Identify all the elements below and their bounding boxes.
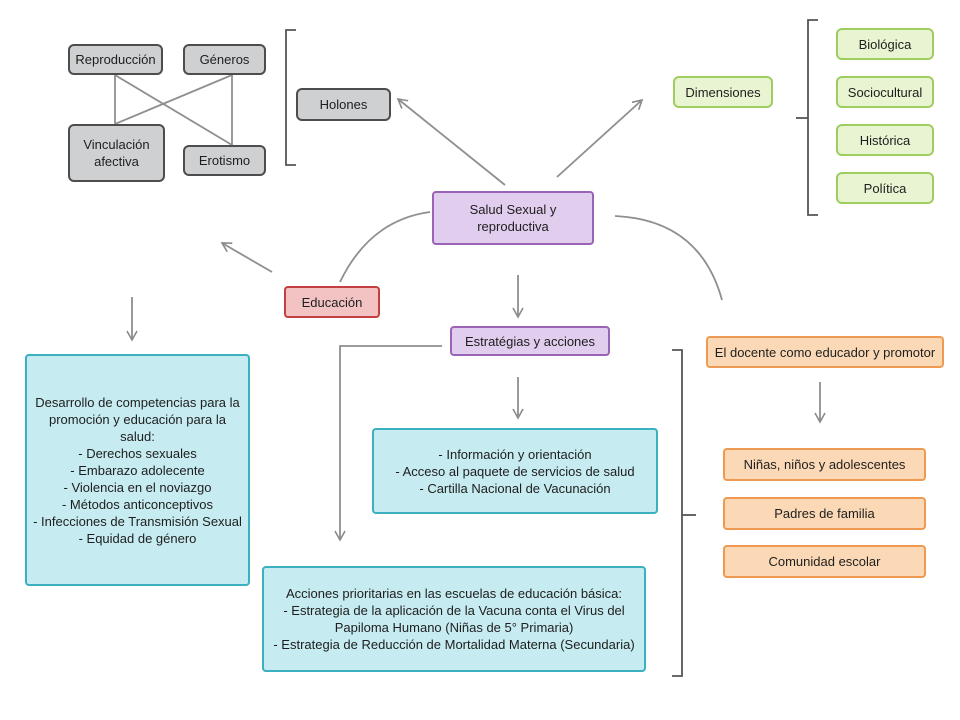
detail-line: - Equidad de género — [78, 530, 197, 546]
detail-line: - Embarazo adolecente — [70, 462, 205, 478]
accion-line: Acciones prioritarias en las escuelas de… — [285, 586, 623, 601]
detail-line: Desarrollo de competencias para la — [35, 394, 240, 410]
holones-bracket — [285, 29, 296, 166]
curve-educacion — [339, 211, 431, 283]
dimensiones-node: Dimensiones — [673, 76, 773, 108]
dimension-node: Sociocultural — [836, 76, 934, 108]
arrow-dimensiones — [556, 98, 644, 178]
detail-line: - Infecciones de Transmisión Sexual — [33, 513, 242, 529]
center-node: Salud Sexual y reproductiva — [432, 191, 594, 245]
arrow-acciones — [334, 345, 442, 542]
educacion-detail-box: Desarrollo de competencias para la promo… — [25, 354, 250, 586]
accion-line: - Estrategia de Reducción de Mortalidad … — [273, 637, 635, 652]
servicio-line: - Cartilla Nacional de Vacunación — [419, 480, 611, 496]
holones-node: Holones — [296, 88, 391, 121]
estrategias-node: Estratégias y acciones — [450, 326, 610, 356]
curve-docente — [614, 215, 723, 301]
docente-item: Niñas, niños y adolescentes — [723, 448, 926, 481]
dimension-node: Histórica — [836, 124, 934, 156]
servicio-line: - Acceso al paquete de servicios de salu… — [395, 463, 635, 479]
dimension-node: Biológica — [836, 28, 934, 60]
holon-node: Vinculación afectiva — [68, 124, 165, 182]
detail-line: - Violencia en el noviazgo — [63, 479, 212, 495]
detail-line: - Métodos anticonceptivos — [61, 496, 214, 512]
docente-item: Comunidad escolar — [723, 545, 926, 578]
center-line: reproductiva — [477, 219, 549, 234]
docente-bracket — [672, 349, 683, 677]
acciones-box: Acciones prioritarias en las escuelas de… — [262, 566, 646, 672]
holon-node: Géneros — [183, 44, 266, 75]
accion-line: - Estrategia de la aplicación de la Vacu… — [283, 603, 625, 618]
holon-link — [114, 74, 233, 146]
docente-item: Padres de familia — [723, 497, 926, 530]
holon-node: Reproducción — [68, 44, 163, 75]
arrow-educacion — [220, 242, 273, 273]
detail-line: promoción y educación para la salud: — [48, 411, 227, 444]
docente-node: El docente como educador y promotor — [706, 336, 944, 368]
arrow-holones — [396, 97, 506, 186]
dimensiones-bracket — [807, 19, 818, 216]
educacion-node: Educación — [284, 286, 380, 318]
holon-label: Vinculación afectiva — [83, 137, 150, 169]
center-line: Salud Sexual y — [469, 202, 557, 217]
dimension-node: Política — [836, 172, 934, 204]
detail-line: - Derechos sexuales — [78, 445, 197, 461]
holon-link — [114, 74, 233, 125]
accion-line: Papiloma Humano (Niñas de 5° Primaria) — [334, 620, 574, 635]
holon-node: Erotismo — [183, 145, 266, 176]
servicio-line: - Información y orientación — [438, 446, 592, 462]
servicios-box: - Información y orientación - Acceso al … — [372, 428, 658, 514]
